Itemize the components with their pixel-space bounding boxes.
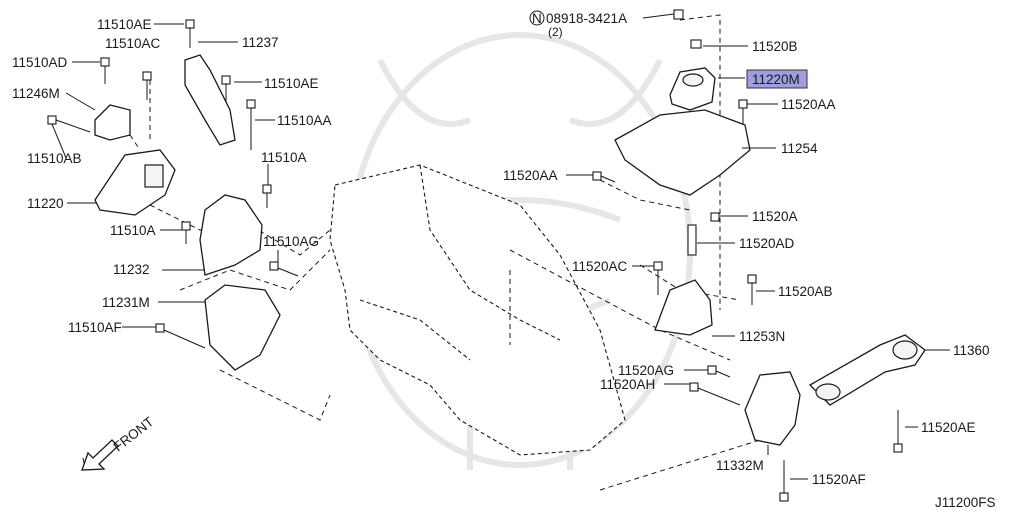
label-11510AA-left[interactable]: 11510AA — [277, 113, 332, 128]
diagram-code: J11200FS — [935, 495, 996, 510]
front-arrow: FRONT — [81, 414, 157, 471]
label-11332M[interactable]: 11332M — [716, 458, 764, 473]
label-08918-3421A[interactable]: 08918-3421A — [546, 11, 627, 26]
part-11237-bracket[interactable] — [184, 54, 236, 146]
label-11510AE-mid[interactable]: 11510AE — [264, 76, 319, 91]
label-11510AD[interactable]: 11510AD — [12, 55, 68, 70]
bolts-left — [47, 19, 299, 349]
part-11332M-bracket[interactable] — [744, 371, 801, 446]
label-11510AB[interactable]: 11510AB — [27, 151, 82, 166]
part-11254-bracket[interactable] — [614, 109, 751, 196]
label-11220M[interactable]: 11220M — [752, 72, 800, 87]
label-11520AF[interactable]: 11520AF — [812, 472, 866, 487]
label-11360[interactable]: 11360 — [953, 343, 990, 358]
part-11220-mount[interactable] — [94, 149, 176, 216]
nut-symbol-circle — [529, 10, 545, 26]
label-11520B[interactable]: 11520B — [752, 39, 798, 54]
label-11510A-right[interactable]: 11510A — [261, 150, 307, 165]
label-11510A-left[interactable]: 11510A — [110, 223, 156, 238]
label-11520AA-left[interactable]: 11520AA — [503, 168, 558, 183]
part-11231M-mount[interactable] — [204, 284, 281, 371]
label-11232[interactable]: 11232 — [113, 262, 150, 277]
label-nut-qty: (2) — [548, 25, 563, 39]
label-11520AC[interactable]: 11520AC — [572, 259, 628, 274]
label-11231M[interactable]: 11231M — [102, 295, 150, 310]
engine-block — [329, 164, 626, 456]
label-11510AE-top[interactable]: 11510AE — [97, 17, 152, 32]
leader-lines — [51, 13, 950, 480]
label-11510AF[interactable]: 11510AF — [68, 320, 122, 335]
part-11232-bracket[interactable] — [199, 194, 263, 276]
part-11246M-bracket[interactable] — [94, 104, 131, 141]
label-11237[interactable]: 11237 — [242, 35, 279, 50]
label-nut-symbol: N — [532, 11, 542, 26]
label-11246M[interactable]: 11246M — [12, 86, 60, 101]
label-11520AB[interactable]: 11520AB — [778, 284, 833, 299]
label-11510AG[interactable]: 11510AG — [263, 234, 319, 249]
label-11520A[interactable]: 11520A — [752, 209, 798, 224]
label-11253N[interactable]: 11253N — [739, 329, 785, 344]
part-11253N-bracket[interactable] — [654, 279, 713, 336]
label-11520AA-right[interactable]: 11520AA — [781, 97, 836, 112]
label-11520AD[interactable]: 11520AD — [739, 236, 795, 251]
label-11520AE[interactable]: 11520AE — [921, 420, 976, 435]
label-11254[interactable]: 11254 — [781, 141, 818, 156]
part-11220M-insulator[interactable] — [669, 67, 716, 111]
label-11520AH[interactable]: 11520AH — [600, 377, 655, 392]
label-11510AC[interactable]: 11510AC — [105, 36, 161, 51]
part-labels: 11510AE 11510AC 11237 11510AD 11510AE 11… — [12, 11, 996, 510]
highlight-box-11220M — [746, 69, 808, 89]
front-label: FRONT — [111, 414, 157, 454]
label-11520AG[interactable]: 11520AG — [618, 363, 674, 378]
label-11220[interactable]: 11220 — [27, 196, 64, 211]
part-11360-rod[interactable] — [808, 334, 926, 406]
